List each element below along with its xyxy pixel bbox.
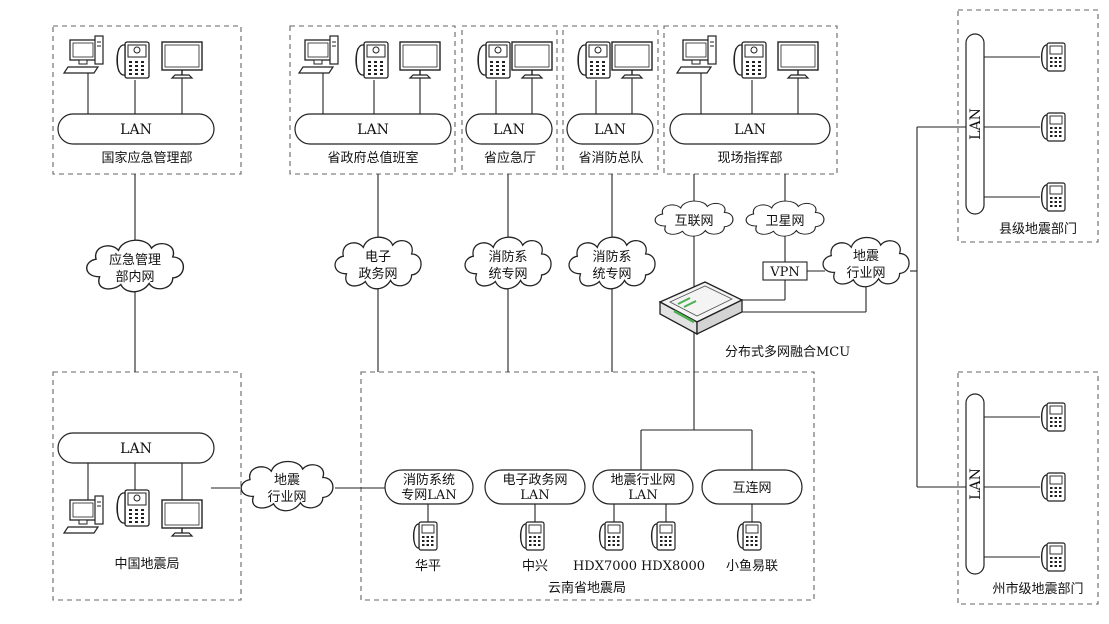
cloud-label: 地震 — [853, 249, 879, 264]
box-label: 现场指挥部 — [717, 151, 782, 166]
desktop-computer-icon — [63, 495, 104, 534]
terminal-label: 中兴 — [522, 559, 548, 574]
cloud-label: 行业网 — [846, 266, 885, 281]
lan-yunnan-fire — [384, 469, 474, 505]
lan-county-seismic — [965, 33, 985, 215]
box-label: 省消防总队 — [578, 150, 643, 166]
box-label: 国家应急管理部 — [101, 150, 192, 166]
lan-label: LAN — [493, 122, 525, 138]
lan-china-seismic — [57, 432, 215, 464]
router-icon — [658, 281, 744, 336]
lan-label: LAN — [120, 122, 152, 138]
ip-phone-icon — [1040, 472, 1066, 502]
cloud-label: 地震 — [274, 473, 300, 488]
desktop-computer-icon — [63, 35, 104, 74]
monitor-icon — [161, 499, 203, 537]
lan-yunnan-seismic — [592, 469, 694, 505]
video-phone-icon — [116, 41, 150, 79]
cloud-label: 统专网 — [592, 267, 631, 282]
lan-label: LAN — [357, 122, 389, 138]
cloud-label: 政务网 — [358, 266, 397, 282]
lan-national-emergency — [57, 113, 215, 145]
video-phone-icon — [577, 41, 611, 79]
cloud-label: 互联网 — [674, 214, 713, 229]
box-province-emergency — [461, 25, 558, 175]
lan-label: LAN — [968, 468, 984, 500]
monitor-icon — [611, 41, 653, 79]
terminal-label: HDX8000 — [641, 559, 705, 574]
lan-label: LAN — [734, 122, 766, 138]
video-phone-icon — [355, 41, 389, 79]
box-label: 州市级地震部门 — [992, 581, 1083, 597]
vpn-label: VPN — [769, 265, 800, 280]
box-province-fire — [562, 25, 659, 175]
ip-phone-icon — [1040, 542, 1066, 572]
video-phone-icon — [477, 41, 511, 79]
box-label: 县级地震部门 — [999, 222, 1077, 237]
ip-phone-icon — [650, 521, 676, 551]
lan-yunnan-egov — [484, 469, 586, 505]
yunnan-lan-label: 电子政务网 — [502, 472, 567, 488]
box-label: 中国地震局 — [114, 557, 179, 572]
yunnan-lan-label: LAN — [628, 488, 657, 503]
cloud-label: 统专网 — [488, 267, 527, 282]
lan-label: LAN — [120, 441, 152, 457]
cloud-label: 电子 — [365, 250, 391, 265]
cloud-label: 应急管理 — [109, 252, 161, 268]
monitor-icon — [399, 41, 441, 79]
ip-phone-icon — [598, 521, 624, 551]
box-province-gov-duty — [289, 25, 456, 175]
cloud-label: 消防系 — [488, 249, 527, 265]
ip-phone-icon — [1040, 182, 1066, 212]
desktop-computer-icon — [298, 35, 339, 74]
box-county-seismic — [957, 9, 1099, 243]
ip-phone-icon — [412, 521, 438, 551]
yunnan-lan-label: 互连网 — [732, 480, 771, 496]
box-label: 省政府总值班室 — [327, 150, 418, 166]
lan-province-fire — [566, 113, 654, 145]
lan-prefecture-seismic — [965, 393, 985, 575]
ip-phone-icon — [1040, 112, 1066, 142]
cloud-label: 卫星网 — [765, 214, 804, 229]
ip-phone-icon — [1040, 42, 1066, 72]
vpn-box — [762, 261, 808, 281]
ip-phone-icon — [736, 521, 762, 551]
lan-label: LAN — [594, 122, 626, 138]
cloud-label: 消防系 — [592, 249, 631, 265]
cloud-label: 部内网 — [115, 269, 154, 285]
lan-yunnan-interconnect — [701, 469, 803, 505]
monitor-icon — [161, 41, 203, 79]
monitor-icon — [511, 41, 553, 79]
ip-phone-icon — [519, 521, 545, 551]
terminal-label: 华平 — [415, 559, 441, 574]
lan-label: LAN — [968, 108, 984, 140]
box-label: 云南省地震局 — [548, 580, 626, 596]
mcu-label: 分布式多网融合MCU — [725, 344, 850, 360]
video-phone-icon — [733, 41, 767, 79]
lan-province-gov-duty — [294, 113, 452, 145]
box-label: 省应急厅 — [484, 150, 536, 166]
yunnan-lan-label: LAN — [520, 488, 549, 503]
terminal-label: HDX7000 — [573, 559, 637, 574]
lan-province-emergency — [465, 113, 553, 145]
box-national-emergency — [52, 25, 242, 175]
monitor-icon — [777, 41, 819, 79]
video-phone-icon — [116, 489, 150, 527]
desktop-computer-icon — [676, 35, 717, 74]
lan-field-command — [669, 113, 831, 145]
terminal-label: 小鱼易联 — [726, 558, 778, 574]
cloud-label: 行业网 — [267, 490, 306, 505]
box-yunnan-seismic — [360, 371, 815, 601]
yunnan-lan-label: 专网LAN — [401, 488, 456, 503]
yunnan-lan-label: 消防系统 — [403, 472, 455, 488]
ip-phone-icon — [1040, 402, 1066, 432]
yunnan-lan-label: 地震行业网 — [610, 473, 675, 488]
box-field-command — [663, 25, 838, 175]
box-prefecture-seismic — [957, 371, 1099, 605]
